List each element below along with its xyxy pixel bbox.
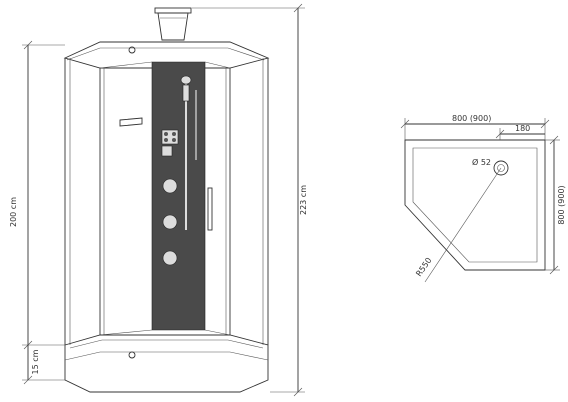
drain-label: Ø 52 xyxy=(472,157,491,167)
dimension-width: 800 (900) xyxy=(400,114,550,140)
hand-shower xyxy=(180,75,197,230)
corner-label: 180 xyxy=(515,124,530,133)
total-height-label: 223 cm xyxy=(299,185,308,215)
dimension-depth: 800 (900) xyxy=(545,135,566,275)
radius-leader xyxy=(424,167,502,283)
drain xyxy=(493,160,509,176)
depth-label: 800 (900) xyxy=(557,185,566,224)
tray-height-label: 15 cm xyxy=(31,349,40,374)
dimension-cabin-height: 200 cm xyxy=(9,40,65,350)
glass-panels xyxy=(64,58,269,345)
dimension-total-height: 223 cm xyxy=(192,3,308,397)
rain-shower-head xyxy=(154,7,192,41)
dimension-corner: 180 xyxy=(495,124,545,140)
back-panel xyxy=(151,61,206,331)
control-panel xyxy=(161,129,179,157)
tray-outline xyxy=(404,139,546,271)
body-jets xyxy=(162,178,178,266)
tray-inner-outline xyxy=(412,147,538,263)
width-label: 800 (900) xyxy=(452,114,491,123)
door-handle xyxy=(207,187,213,231)
radius-label: R550 xyxy=(414,256,433,278)
top-knob xyxy=(128,46,136,54)
shower-tray xyxy=(64,334,269,393)
dimension-tray-height: 15 cm xyxy=(22,345,65,385)
bottom-knob xyxy=(128,351,136,359)
cabin-height-label: 200 cm xyxy=(9,197,18,227)
front-view: 223 cm 200 cm 15 cm xyxy=(9,3,308,397)
soap-shelf xyxy=(119,117,143,127)
plan-view: Ø 52 R550 800 (900) 180 800 (900) xyxy=(400,114,566,283)
